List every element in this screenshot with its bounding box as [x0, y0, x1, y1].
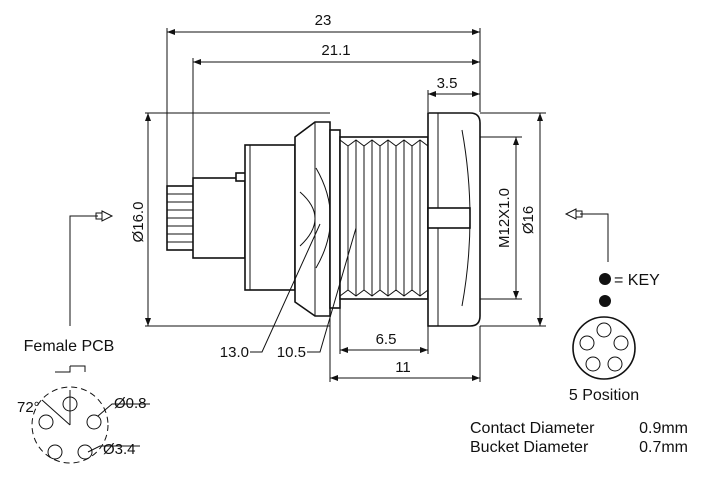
view-arrow-right: [564, 208, 609, 262]
dimension-dia-16: Ø16: [480, 112, 546, 327]
dim-dia-16-0-label: Ø16.0: [130, 202, 147, 243]
main-housing: [244, 144, 296, 291]
five-position-label: 5 Position: [569, 387, 639, 404]
spec-name-1: Contact Diameter: [470, 420, 595, 437]
flange: [294, 121, 331, 317]
pcb-angle-label: 72°: [17, 399, 40, 416]
dim-21-1-label: 21.1: [321, 42, 350, 59]
dimension-dia-16-0: Ø16.0: [130, 112, 330, 327]
leader-10-5: 10.5: [277, 227, 357, 361]
dim-3-5-label: 3.5: [437, 75, 458, 92]
dimension-21-1: 21.1: [192, 42, 480, 186]
dim-m12-label: M12X1.0: [496, 188, 513, 248]
dim-10-5-label: 10.5: [277, 344, 306, 361]
dimension-m12: M12X1.0: [470, 136, 522, 300]
dim-13-0-label: 13.0: [220, 344, 249, 361]
dimension-6-5: 6.5: [339, 300, 429, 354]
pcb-circle-dia-label: Ø3.4: [103, 441, 136, 458]
dim-dia-16-label: Ø16: [520, 206, 537, 234]
connector-body: [166, 112, 481, 327]
female-pcb-footprint: Female PCB 72° Ø0.8 Ø3.4: [17, 338, 150, 464]
dimension-3-5: 3.5: [427, 75, 480, 112]
key-label: = KEY: [614, 272, 660, 289]
pcb-pins: [166, 185, 196, 251]
dimension-11: 11: [329, 316, 481, 382]
leader-13-0: 13.0: [220, 223, 321, 361]
key-legend: = KEY: [599, 272, 660, 307]
view-arrow-left: [69, 210, 114, 326]
key-marker-icon: [599, 295, 611, 307]
spec-value-2: 0.7mm: [639, 439, 688, 456]
dim-23-label: 23: [315, 12, 332, 29]
key-dot-icon: [599, 273, 611, 285]
pcb-title: Female PCB: [24, 338, 115, 355]
dim-6-5-label: 6.5: [376, 331, 397, 348]
spec-name-2: Bucket Diameter: [470, 439, 589, 456]
pcb-hole-dia-label: Ø0.8: [114, 395, 147, 412]
rear-insulator: [192, 177, 246, 259]
dimension-23: 23: [166, 12, 481, 186]
five-position-face: 5 Position: [569, 316, 639, 404]
spec-table: Contact Diameter 0.9mm Bucket Diameter 0…: [470, 420, 688, 456]
dim-11-label: 11: [395, 359, 411, 376]
thread: [339, 136, 429, 300]
spec-value-1: 0.9mm: [639, 420, 688, 437]
